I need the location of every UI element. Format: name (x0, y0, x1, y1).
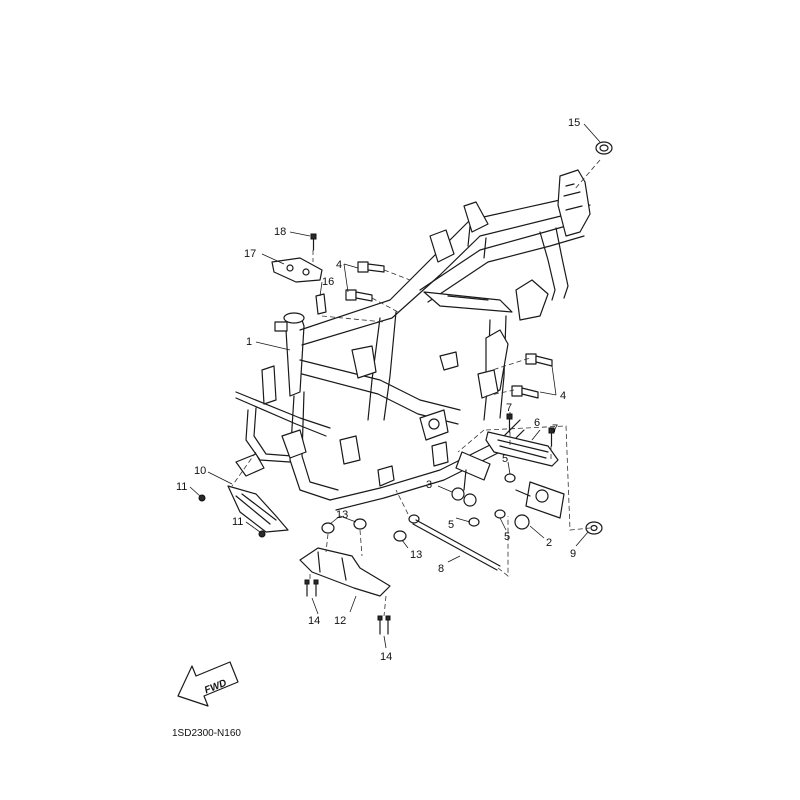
callout-11-lower: 11 (232, 516, 243, 528)
callout-17: 17 (244, 248, 256, 260)
callout-1: 1 (246, 336, 252, 348)
part-18-bolt (310, 233, 317, 251)
callout-18: 18 (274, 226, 286, 238)
part-5-bushings (468, 473, 516, 527)
callout-5-upper: 5 (502, 453, 508, 465)
callout-7-left: 7 (506, 402, 512, 414)
assembly-dash-lines (231, 159, 601, 617)
callout-13-upper: 13 (336, 509, 348, 521)
part-2-link-arm (514, 481, 565, 530)
callout-14-left: 14 (308, 615, 320, 627)
part-7-bolts (506, 413, 555, 447)
callout-labels: 15 18 17 4 16 1 4 7 6 7 10 11 11 5 3 5 5… (176, 117, 580, 663)
callout-15: 15 (568, 117, 580, 129)
leader-lines (189, 123, 601, 649)
diagram-code: 1SD2300-N160 (172, 728, 241, 739)
part-16-damper (315, 293, 327, 315)
callout-5-lower: 5 (504, 531, 510, 543)
callout-8: 8 (438, 563, 444, 575)
fwd-arrow-icon: FWD (177, 661, 239, 707)
part-13-dampers (321, 518, 407, 542)
part-15-grommet (595, 141, 613, 155)
part-8-pivot-bolt (408, 514, 501, 571)
callout-10: 10 (194, 465, 206, 477)
callout-6: 6 (534, 417, 540, 429)
part-4-bolts-lower (511, 353, 553, 399)
callout-9: 9 (570, 548, 576, 560)
callout-5-middle: 5 (448, 519, 454, 531)
callout-13-lower: 13 (410, 549, 422, 561)
part-6-link-plate (485, 431, 559, 467)
part-10-cover (227, 485, 289, 533)
callout-12: 12 (334, 615, 346, 627)
callout-16: 16 (322, 276, 334, 288)
callout-4-lower: 4 (560, 390, 566, 402)
callout-14-right: 14 (380, 651, 392, 663)
callout-3: 3 (426, 479, 432, 491)
part-3-link-arm (451, 451, 491, 507)
main-frame (235, 169, 591, 511)
part-12-mount-bracket (299, 547, 391, 597)
part-4-bolts-upper (345, 261, 385, 302)
part-14-bolts (304, 579, 391, 635)
callout-4-upper: 4 (336, 259, 342, 271)
callout-2: 2 (546, 537, 552, 549)
part-17-bracket (271, 257, 323, 283)
part-11-screws (198, 494, 266, 538)
callout-7-right: 7 (552, 423, 558, 435)
callout-11-upper: 11 (176, 481, 187, 493)
